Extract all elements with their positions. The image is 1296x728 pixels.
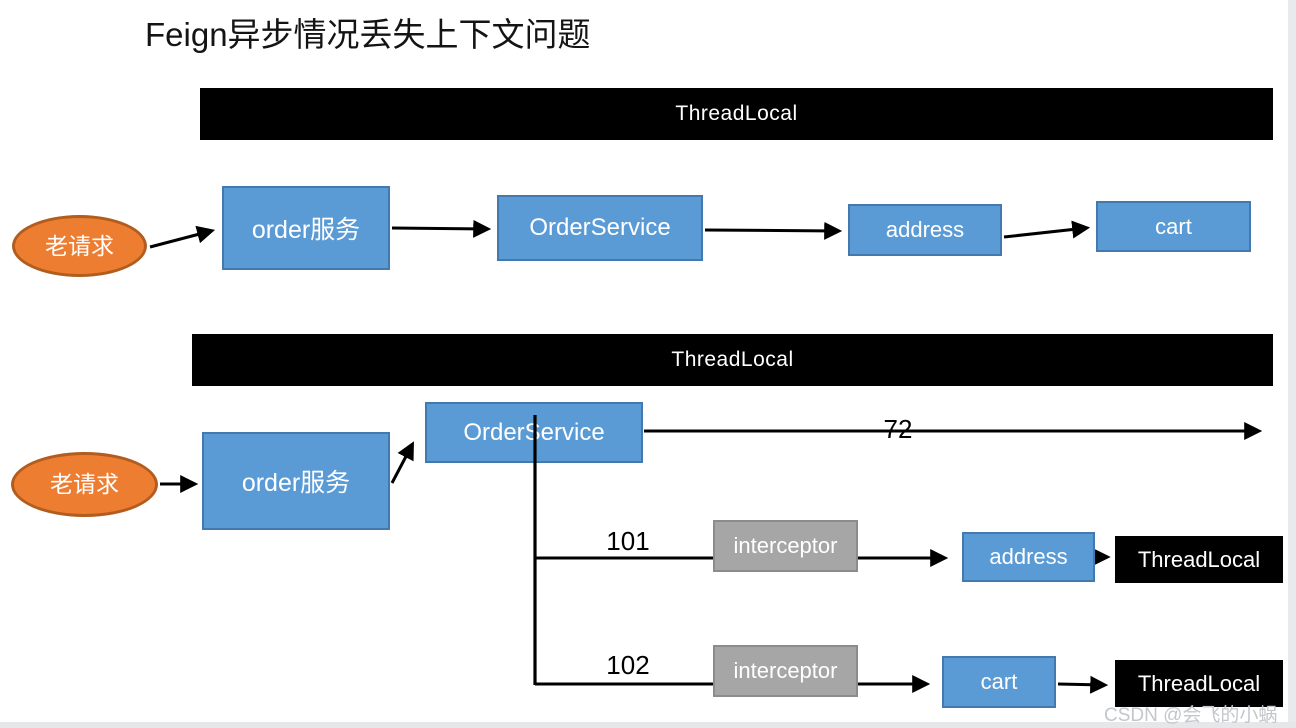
node-order-app-1-label: order服务 xyxy=(251,216,361,244)
threadlocal-banner-1-label: ThreadLocal xyxy=(675,102,798,125)
right-edge-strip xyxy=(1288,0,1296,728)
threadlocal-store-2: ThreadLocal xyxy=(1115,660,1283,707)
node-cart-1: cart xyxy=(1096,201,1251,252)
node-order-app-2: order服务 xyxy=(202,432,390,530)
request-ellipse-2: 老请求 xyxy=(11,452,158,517)
request-ellipse-1: 老请求 xyxy=(12,215,147,277)
node-address-1-label: address xyxy=(885,217,965,242)
request-ellipse-1-label: 老请求 xyxy=(45,232,114,259)
thread-label-102: 102 xyxy=(606,650,650,680)
threadlocal-store-1-label: ThreadLocal xyxy=(1137,546,1261,572)
threadlocal-banner-2: ThreadLocal xyxy=(192,334,1273,386)
node-address-1: address xyxy=(848,204,1002,256)
threadlocal-store-2-label: ThreadLocal xyxy=(1137,670,1261,696)
page-title: Feign异步情况丢失上下文问题 xyxy=(145,16,591,53)
node-cart-2: cart xyxy=(942,656,1056,708)
request-ellipse-2-label: 老请求 xyxy=(50,471,119,498)
thread-label-101: 101 xyxy=(606,526,650,556)
node-interceptor-2-label: interceptor xyxy=(733,658,838,683)
node-order-service-1-label: OrderService xyxy=(529,214,671,241)
node-cart-1-label: cart xyxy=(1155,213,1192,239)
threadlocal-banner-2-label: ThreadLocal xyxy=(671,348,794,371)
node-order-service-2: OrderService xyxy=(425,402,643,463)
threadlocal-store-1: ThreadLocal xyxy=(1115,536,1283,583)
node-interceptor-1-label: interceptor xyxy=(733,533,838,558)
bottom-edge-strip xyxy=(0,722,1296,728)
node-order-app-1: order服务 xyxy=(222,186,390,270)
node-interceptor-2: interceptor xyxy=(713,645,858,697)
node-order-service-1: OrderService xyxy=(497,195,703,261)
node-address-2: address xyxy=(962,532,1095,582)
threadlocal-banner-1: ThreadLocal xyxy=(200,88,1273,140)
node-order-app-2-label: order服务 xyxy=(241,469,351,497)
node-order-service-2-label: OrderService xyxy=(463,418,605,446)
node-interceptor-1: interceptor xyxy=(713,520,858,572)
node-address-2-label: address xyxy=(989,544,1068,569)
node-cart-2-label: cart xyxy=(980,669,1018,694)
watermark: CSDN @会飞的小蜗 xyxy=(1104,705,1278,726)
thread-label-72: 72 xyxy=(883,414,913,444)
